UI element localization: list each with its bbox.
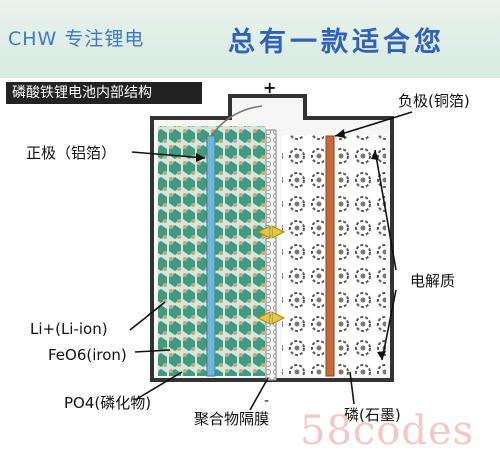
watermark: 58codes (300, 408, 475, 454)
leader-separator (249, 377, 269, 411)
leader-po4 (134, 371, 183, 401)
brand-text: CHW 专注锂电 (8, 28, 145, 50)
label-po4: PO4(磷化物) (64, 394, 152, 412)
ion-arrow-icon (256, 311, 286, 325)
label-negative: 负极(铜箔) (398, 92, 470, 110)
polymer-separator (265, 129, 277, 381)
label-li-ion: Li+(Li-ion) (30, 320, 108, 338)
header-banner: CHW 专注锂电 总有一款适合您 (0, 0, 500, 78)
positive-terminal: + (263, 78, 277, 97)
copper-foil (325, 135, 335, 377)
graphite-right (338, 135, 386, 375)
aluminum-foil (206, 135, 216, 377)
label-feo6: FeO6(iron) (48, 346, 127, 364)
leader-graphite (349, 371, 355, 405)
label-graphite: 磷(石墨) (344, 406, 401, 424)
label-electrolyte: 电解质 (410, 272, 456, 290)
label-separator: 聚合物隔膜 (194, 410, 270, 428)
leader-negative (334, 111, 413, 137)
slogan-text: 总有一款适合您 (228, 27, 445, 58)
ion-arrow-icon (256, 225, 286, 239)
leader-li (129, 301, 166, 331)
leader-electrolyte-top (374, 149, 397, 271)
negative-terminal: - (264, 393, 270, 409)
leader-electrolyte-bottom (381, 289, 397, 361)
diagram-title: 磷酸铁锂电池内部结构 (6, 82, 202, 104)
terminal-wire (210, 105, 263, 137)
graphite-left (282, 135, 324, 375)
label-positive: 正极（铝箔） (26, 144, 117, 162)
leader-positive (131, 151, 206, 159)
leader-feo6 (134, 349, 171, 353)
